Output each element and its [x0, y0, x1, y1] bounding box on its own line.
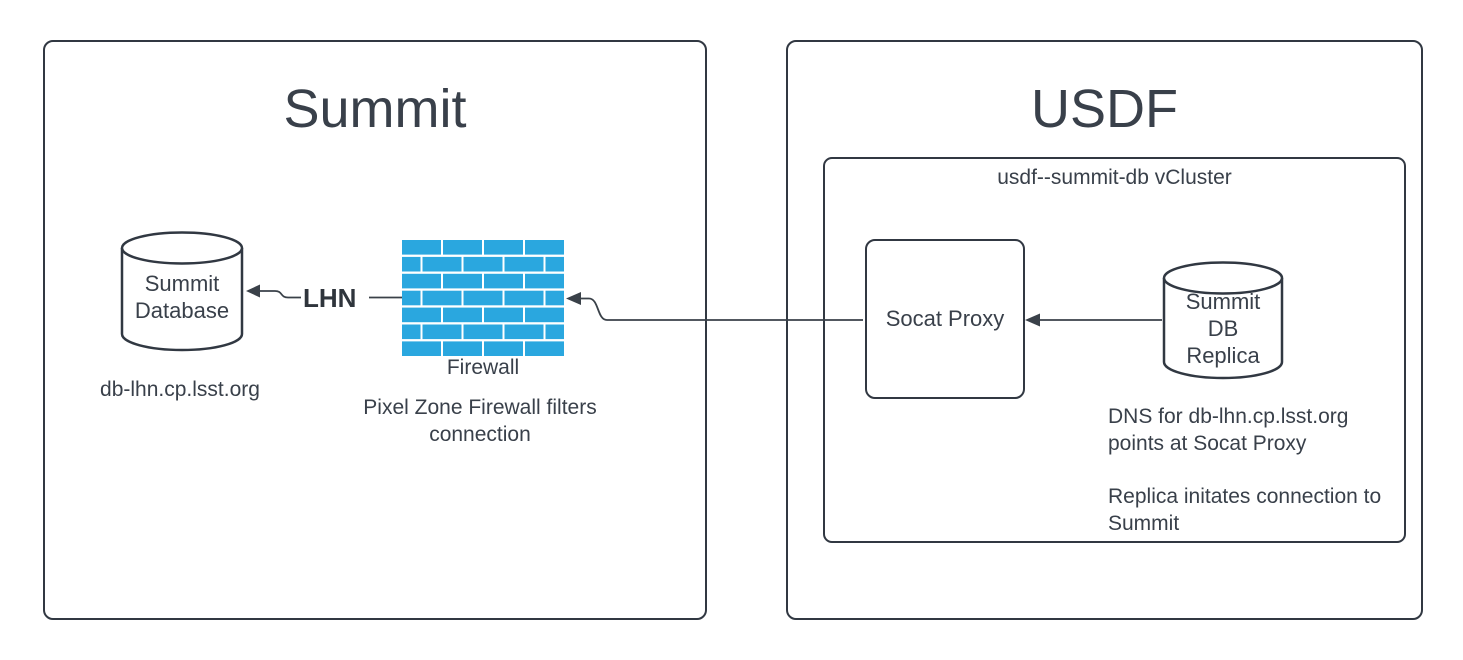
firewall-icon [402, 240, 564, 356]
replica-database-icon [1162, 260, 1284, 382]
lhn-arrow-label: LHN [303, 283, 357, 313]
replica-database-label: Summit DB Replica [1162, 288, 1284, 369]
database-cylinder-icon [1162, 261, 1284, 380]
vcluster-box: usdf--summit-db vCluster Socat Proxy Sum… [823, 157, 1406, 543]
replica-label-line3: Replica [1186, 343, 1260, 368]
summit-database-label-line2: Database [134, 298, 230, 323]
replica-note-line2: Summit [1108, 512, 1180, 535]
vcluster-label: usdf--summit-db vCluster [997, 166, 1232, 189]
dns-note-line2: points at Socat Proxy [1108, 432, 1307, 455]
summit-zone-title: Summit [283, 79, 467, 139]
summit-zone-box: Summit Summit Database db-lhn.cp.lsst.or… [43, 40, 707, 620]
firewall-note-line1: Pixel Zone Firewall filters [363, 396, 597, 419]
usdf-zone-box: USDF usdf--summit-db vCluster Socat Prox… [786, 40, 1423, 620]
replica-note-line1: Replica initates connection to [1108, 485, 1382, 508]
replica-label-line1: Summit [1185, 289, 1261, 314]
summit-database-hostname: db-lhn.cp.lsst.org [100, 378, 260, 401]
summit-database-label-line1: Summit [144, 271, 220, 296]
socat-proxy-label: Socat Proxy [885, 306, 1005, 331]
socat-proxy-node: Socat Proxy [865, 239, 1025, 399]
firewall-note-line2: connection [429, 423, 531, 446]
dns-note-line1: DNS for db-lhn.cp.lsst.org [1108, 405, 1349, 428]
replica-note: Replica initates connection to Summit [1108, 483, 1408, 537]
firewall-note: Pixel Zone Firewall filters connection [340, 394, 620, 448]
summit-database-label: Summit Database [120, 270, 244, 324]
replica-label-line2: DB [1207, 316, 1239, 341]
summit-database-icon [120, 230, 244, 354]
usdf-zone-title: USDF [1031, 79, 1178, 139]
database-cylinder-icon [120, 231, 244, 352]
dns-note: DNS for db-lhn.cp.lsst.org points at Soc… [1108, 403, 1408, 457]
firewall-label: Firewall [446, 356, 520, 379]
